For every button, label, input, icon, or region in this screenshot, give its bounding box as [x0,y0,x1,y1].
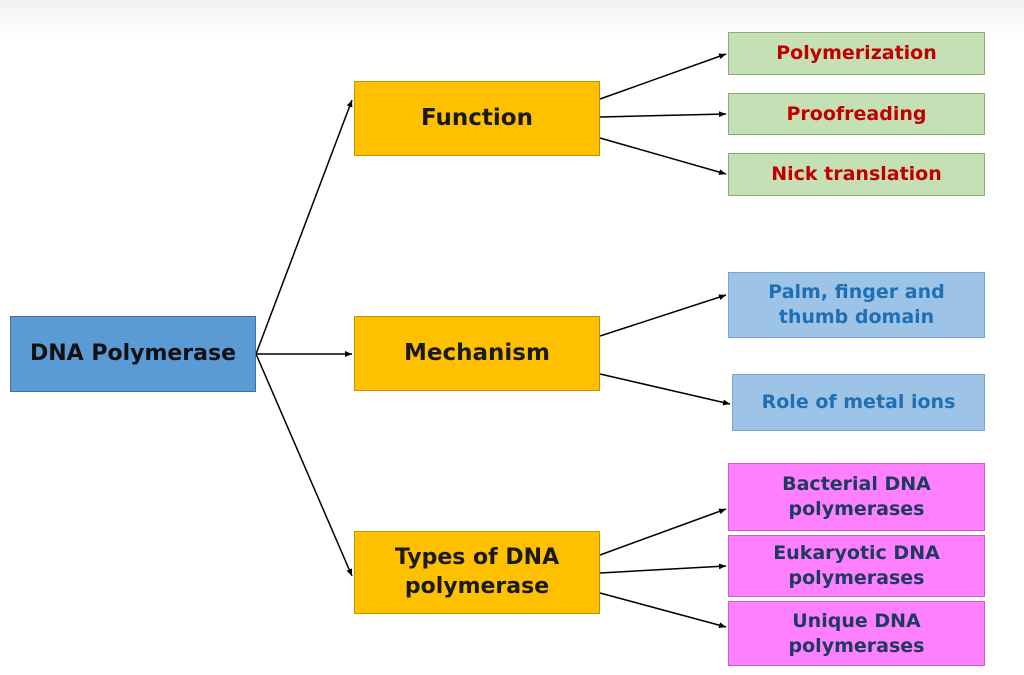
leaf-node-unique: Unique DNA polymerases [728,601,985,666]
arrow-types-to-eukaryotic [599,563,727,574]
leaf-node-palm-finger-thumb: Palm, finger and thumb domain [728,272,985,338]
leaf-bacterial-label: Bacterial DNA polymerases [782,472,931,521]
leaf-node-bacterial: Bacterial DNA polymerases [728,463,985,531]
leaf-node-polymerization: Polymerization [728,32,985,75]
leaf-unique-label-line2: polymerases [788,634,925,657]
root-node-label: DNA Polymerase [29,340,237,366]
branch-mechanism-label: Mechanism [404,339,550,366]
branch-node-types: Types of DNA polymerase [354,531,600,614]
leaf-metal-ions-label: Role of metal ions [761,391,956,414]
root-node-dna-polymerase: DNA Polymerase [10,316,256,392]
arrow-mechanism-to-metal-ions [599,373,731,406]
branch-function-label: Function [420,104,533,131]
leaf-bacterial-label-line1: Bacterial DNA [782,473,931,496]
arrow-root-to-types [255,353,353,577]
arrow-function-to-polymerization [599,53,727,100]
leaf-node-proofreading: Proofreading [728,93,985,135]
leaf-unique-label-line1: Unique DNA [792,609,921,632]
leaf-node-eukaryotic: Eukaryotic DNA polymerases [728,535,985,597]
leaf-eukaryotic-label-line1: Eukaryotic DNA [773,542,940,565]
leaf-nick-translation-label: Nick translation [771,163,942,186]
arrow-types-to-bacterial [599,508,727,556]
arrow-root-to-function [255,99,353,355]
branch-node-mechanism: Mechanism [354,316,600,391]
leaf-eukaryotic-label-line2: polymerases [788,567,925,589]
leaf-eukaryotic-label: Eukaryotic DNA polymerases [773,541,940,590]
branch-types-label: Types of DNA polymerase [395,544,559,601]
branch-types-label-line2: polymerase [404,573,550,599]
arrow-mechanism-to-palm-domain [599,294,727,337]
leaf-palm-label-line1: Palm, finger and [768,281,945,304]
leaf-unique-label: Unique DNA polymerases [789,609,925,658]
leaf-node-metal-ions: Role of metal ions [732,374,985,431]
arrow-function-to-nick-translation [599,137,727,175]
leaf-polymerization-label: Polymerization [776,42,937,65]
leaf-palm-label: Palm, finger and thumb domain [768,280,944,329]
arrow-function-to-proofreading [599,111,727,118]
branch-types-label-line1: Types of DNA [394,544,560,570]
leaf-proofreading-label: Proofreading [786,102,927,125]
leaf-node-nick-translation: Nick translation [728,153,985,196]
leaf-palm-label-line2: thumb domain [778,306,935,328]
arrow-types-to-unique [599,592,727,629]
branch-node-function: Function [354,81,600,156]
leaf-bacterial-label-line2: polymerases [788,498,925,520]
